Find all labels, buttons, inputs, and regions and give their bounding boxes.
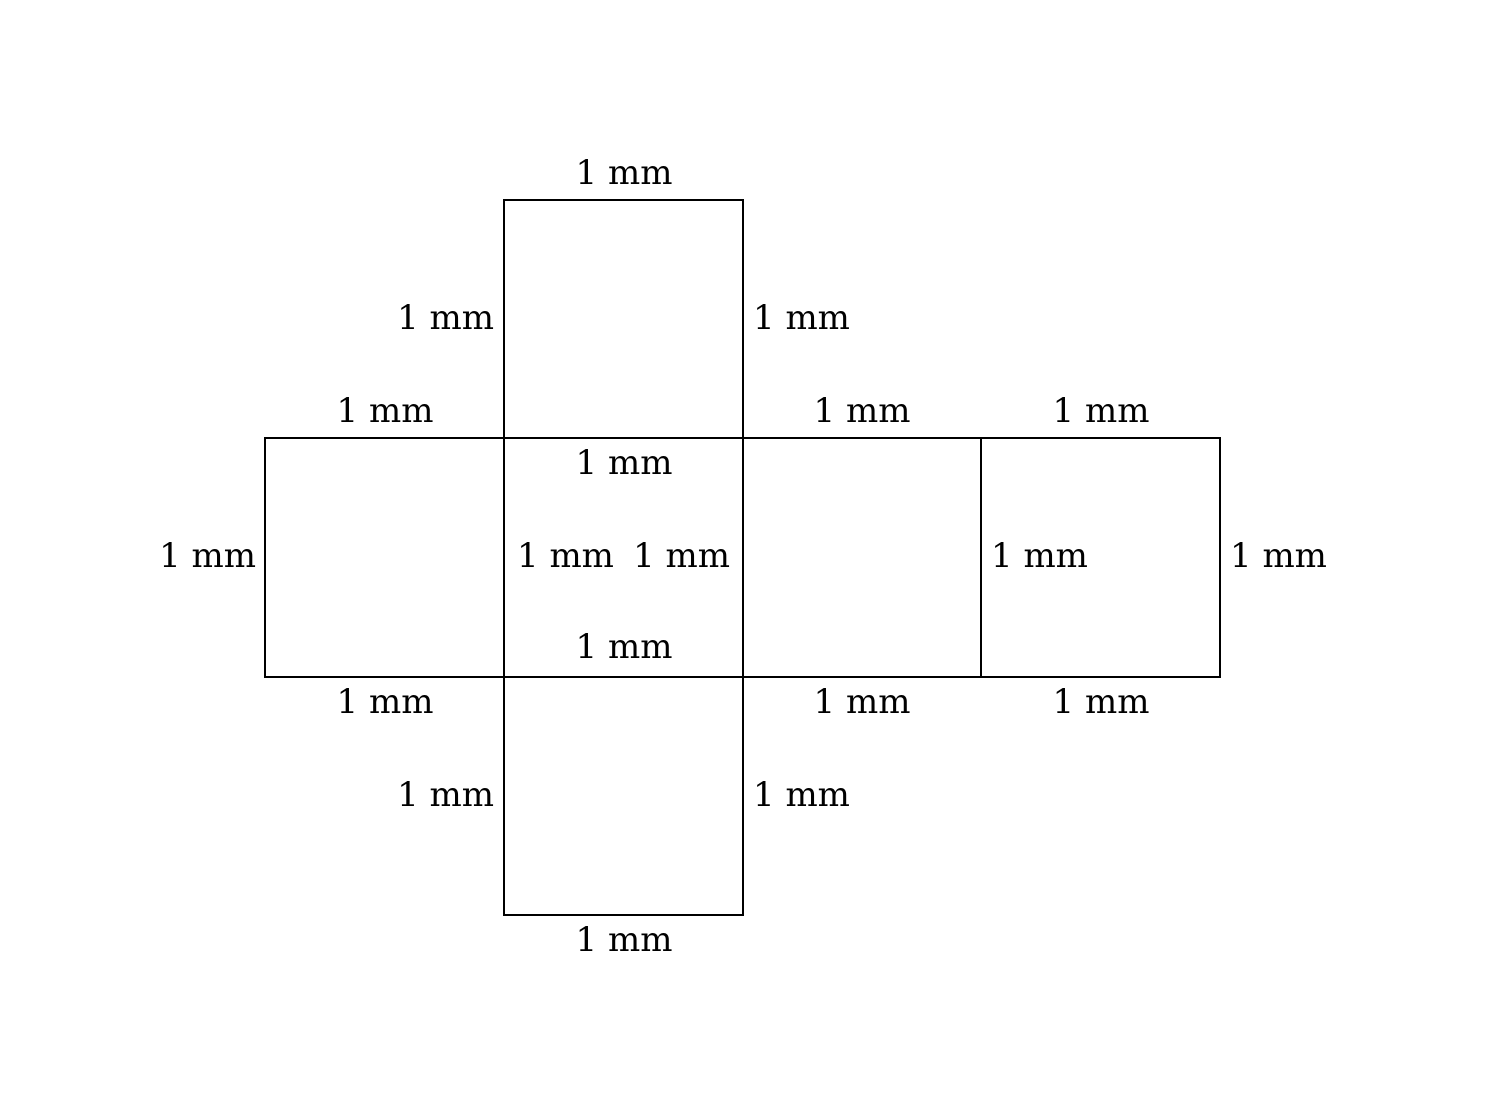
face-top (503, 199, 744, 439)
far-right-face-right-label: 1 mm (1230, 536, 1327, 576)
center-face-top-label: 1 mm (576, 443, 673, 483)
bottom-face-left-label: 1 mm (397, 775, 494, 815)
top-face-right-label: 1 mm (753, 298, 850, 338)
left-face-top-label: 1 mm (337, 391, 434, 431)
left-face-bottom-label: 1 mm (337, 682, 434, 722)
far-right-face-left-label: 1 mm (991, 536, 1088, 576)
far-right-face-bottom-label: 1 mm (1053, 682, 1150, 722)
top-face-left-label: 1 mm (397, 298, 494, 338)
center-face-left-label: 1 mm (517, 536, 614, 576)
center-face-bottom-label: 1 mm (576, 627, 673, 667)
face-bottom (503, 676, 744, 916)
left-face-left-label: 1 mm (159, 536, 256, 576)
face-right (742, 437, 982, 678)
center-face-right-label: 1 mm (633, 536, 730, 576)
bottom-face-right-label: 1 mm (753, 775, 850, 815)
right-face-bottom-label: 1 mm (814, 682, 911, 722)
face-left (264, 437, 505, 678)
far-right-face-top-label: 1 mm (1053, 391, 1150, 431)
face-far-right (980, 437, 1221, 678)
top-face-top-label: 1 mm (576, 153, 673, 193)
right-face-top-label: 1 mm (814, 391, 911, 431)
bottom-face-bottom-label: 1 mm (576, 920, 673, 960)
